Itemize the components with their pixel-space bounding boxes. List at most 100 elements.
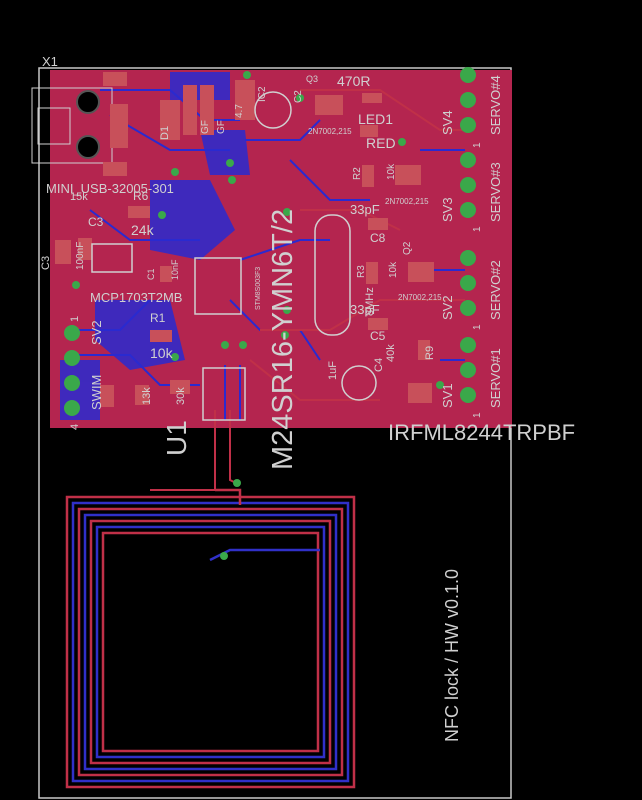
label-u1: U1 [161, 420, 192, 456]
label-r13k: 13k [141, 387, 153, 405]
sv4-pad-3 [460, 117, 476, 133]
nfc-antenna-coil [65, 488, 356, 789]
swim-pad-1 [64, 325, 80, 341]
usb-mount-hole-2 [76, 135, 100, 159]
q-lower-body [408, 383, 432, 403]
via [239, 341, 247, 349]
antenna-loop-1 [65, 495, 356, 789]
via [243, 71, 251, 79]
label-c5: C5 [370, 329, 386, 343]
mcu-body [194, 257, 242, 315]
label-c3b: C3 [40, 256, 52, 270]
sv1-pad-1 [460, 337, 476, 353]
label-r3: R3 [356, 265, 367, 278]
label-c100n: 100nF [75, 242, 86, 270]
sv4-pad-2 [460, 92, 476, 108]
label-c10n: 10nF [170, 259, 180, 280]
via [220, 552, 228, 560]
label-r40k: 40k [385, 344, 397, 362]
label-pin1-sv3: 1 [472, 226, 483, 232]
label-servo1: SERVO#1 [488, 348, 503, 408]
label-r470: 470R [337, 73, 370, 89]
c5-body [368, 318, 388, 330]
r2-body [362, 165, 374, 187]
label-c3: C3 [88, 215, 104, 229]
q-upper-body [395, 165, 421, 185]
sv3-pad-2 [460, 177, 476, 193]
antenna-lead [215, 488, 242, 505]
r30k-body [170, 380, 190, 394]
sv2-pad-2 [460, 275, 476, 291]
q3-body [315, 95, 343, 115]
label-sv3: SV3 [440, 197, 455, 222]
label-mcu: STM8S003F3 [255, 267, 262, 310]
label-irf: IRFML8244TRPBF [388, 420, 575, 445]
label-n7002-a: 2N7002,215 [308, 127, 352, 136]
label-r15: 15k [70, 191, 88, 203]
label-c1: C1 [146, 268, 156, 280]
smd-components [55, 80, 434, 421]
label-servo4: SERVO#4 [488, 75, 503, 135]
via [226, 159, 234, 167]
label-gf2: GF [216, 120, 227, 134]
label-r10k-b: 10k [388, 261, 399, 278]
label-mhz: 8MHz [364, 287, 376, 316]
sv3-pad-3 [460, 202, 476, 218]
via [283, 208, 291, 216]
antenna-tap [209, 548, 320, 562]
sv2-pad-3 [460, 300, 476, 316]
label-pin1-sv2: 1 [472, 324, 483, 330]
label-sv4: SV4 [440, 110, 455, 135]
label-c4: C4 [373, 358, 385, 372]
label-r24k: 24k [131, 222, 155, 238]
u1-body [202, 367, 246, 421]
c8-body [368, 218, 388, 230]
label-val47: 4.7 [234, 104, 245, 118]
label-m24: M24SR16-YMN6T/2 [267, 209, 299, 470]
r6-body [128, 206, 150, 218]
led1-body [360, 125, 378, 137]
via [171, 168, 179, 176]
via [233, 479, 241, 487]
c1-body [160, 266, 172, 282]
c2-cap [254, 91, 292, 129]
antenna-loop-5 [89, 519, 332, 765]
sv2-pad-1 [460, 250, 476, 266]
r1-body [150, 330, 172, 342]
label-d1: D1 [159, 126, 171, 140]
gf2-body [200, 85, 214, 135]
crystal-body [314, 214, 351, 336]
via [281, 331, 289, 339]
sv3-pad-1 [460, 152, 476, 168]
label-pin1-sv1: 1 [472, 412, 483, 418]
via [221, 341, 229, 349]
antenna-loop-2 [71, 501, 350, 783]
label-swim-pin1: 1 [69, 316, 81, 322]
label-x1: X1 [42, 54, 58, 69]
via [228, 176, 236, 184]
label-q2: Q2 [402, 241, 413, 255]
sv4-pad-1 [460, 67, 476, 83]
via [296, 94, 304, 102]
via [158, 211, 166, 219]
label-product: NFC lock / HW v0.1.0 [442, 569, 462, 742]
label-n7002-b: 2N7002,215 [385, 197, 429, 206]
via [171, 353, 179, 361]
label-r6: R6 [133, 189, 149, 203]
usb-receptacle [37, 107, 71, 145]
label-sv2: SV2 [89, 320, 104, 345]
label-r9: R9 [424, 346, 436, 360]
via [436, 381, 444, 389]
label-c8: C8 [370, 231, 386, 245]
ic2-body [235, 80, 255, 120]
label-pf33-b: 33pF [350, 302, 380, 317]
usb-mount-hole-1 [76, 90, 100, 114]
label-gf1: GF [200, 120, 211, 134]
q-mid-body [408, 262, 434, 282]
antenna-loop-7 [101, 531, 320, 753]
sv1-pad-2 [460, 362, 476, 378]
label-c1u: 1uF [327, 361, 339, 380]
r470-body [362, 93, 382, 103]
via [398, 138, 406, 146]
